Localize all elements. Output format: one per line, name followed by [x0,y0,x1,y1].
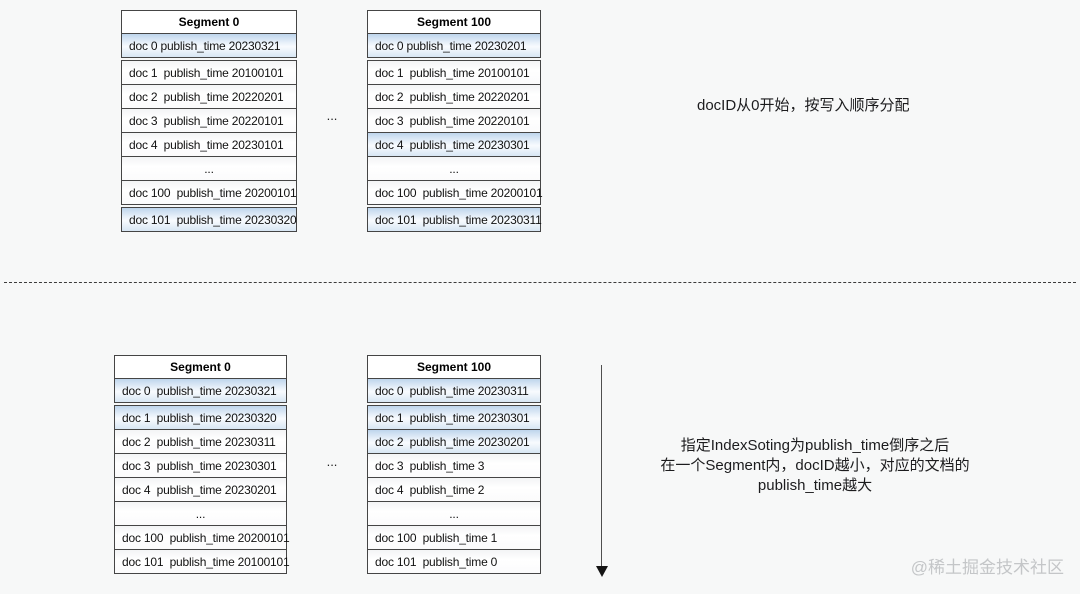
table-row: doc 1 publish_time 20100101 [367,60,541,85]
table-row: doc 0 publish_time 20230311 [367,378,541,403]
segment-title: Segment 0 [121,10,297,34]
table-row: doc 1 publish_time 20100101 [121,60,297,85]
table-row: doc 1 publish_time 20230320 [114,405,287,430]
table-row: doc 100 publish_time 1 [367,525,541,550]
table-row: doc 3 publish_time 20230301 [114,453,287,478]
segment-title: Segment 100 [367,355,541,379]
table-row: ... [367,156,541,181]
segment-title: Segment 100 [367,10,541,34]
table-row: doc 101 publish_time 20230311 [367,207,542,232]
ellipsis-between-bottom-tables: ... [326,454,338,469]
down-arrow-line [601,365,602,567]
table-row: doc 100 publish_time 20200101 [121,180,297,205]
table-row: doc 3 publish_time 20220101 [367,108,541,133]
bottom-annotation-line-1: 指定IndexSoting为publish_time倒序之后 [680,437,950,454]
table-row: doc 101 publish_time 0 [367,549,541,574]
watermark: @稀土掘金技术社区 [910,558,1064,577]
table-row: ... [114,501,287,526]
table-row: doc 1 publish_time 20230301 [367,405,541,430]
top-annotation: docID从0开始，按写入顺序分配 [697,97,910,114]
table-row: doc 100 publish_time 20200101 [367,180,543,205]
table-row: doc 4 publish_time 20230201 [114,477,287,502]
table-row: doc 3 publish_time 3 [367,453,541,478]
table-row: doc 0 publish_time 20230321 [121,33,297,58]
table-row: doc 4 publish_time 2 [367,477,541,502]
table-row: doc 2 publish_time 20220201 [121,84,297,109]
table-row: doc 4 publish_time 20230301 [367,132,541,157]
table-row: ... [367,501,541,526]
bottom-annotation-line-3: publish_time越大 [757,477,873,494]
table-row: doc 101 publish_time 20100101 [114,549,290,574]
ellipsis-between-top-tables: ... [326,108,338,123]
table-row: doc 2 publish_time 20230311 [114,429,287,454]
table-row: ... [121,156,297,181]
table-row: doc 100 publish_time 20200101 [114,525,290,550]
bottom-annotation: 指定IndexSoting为publish_time倒序之后 在一个Segmen… [628,436,1002,496]
down-arrow-head-icon [596,566,608,577]
table-row: doc 0 publish_time 20230201 [367,33,541,58]
table-row: doc 4 publish_time 20230101 [121,132,297,157]
table-row: doc 2 publish_time 20220201 [367,84,541,109]
table-row: doc 101 publish_time 20230320 [121,207,297,232]
table-row: doc 0 publish_time 20230321 [114,378,287,403]
segment-title: Segment 0 [114,355,287,379]
table-row: doc 3 publish_time 20220101 [121,108,297,133]
dashed-divider [4,282,1076,283]
bottom-annotation-line-2: 在一个Segment内，docID越小，对应的文档的 [660,457,970,474]
table-row: doc 2 publish_time 20230201 [367,429,541,454]
